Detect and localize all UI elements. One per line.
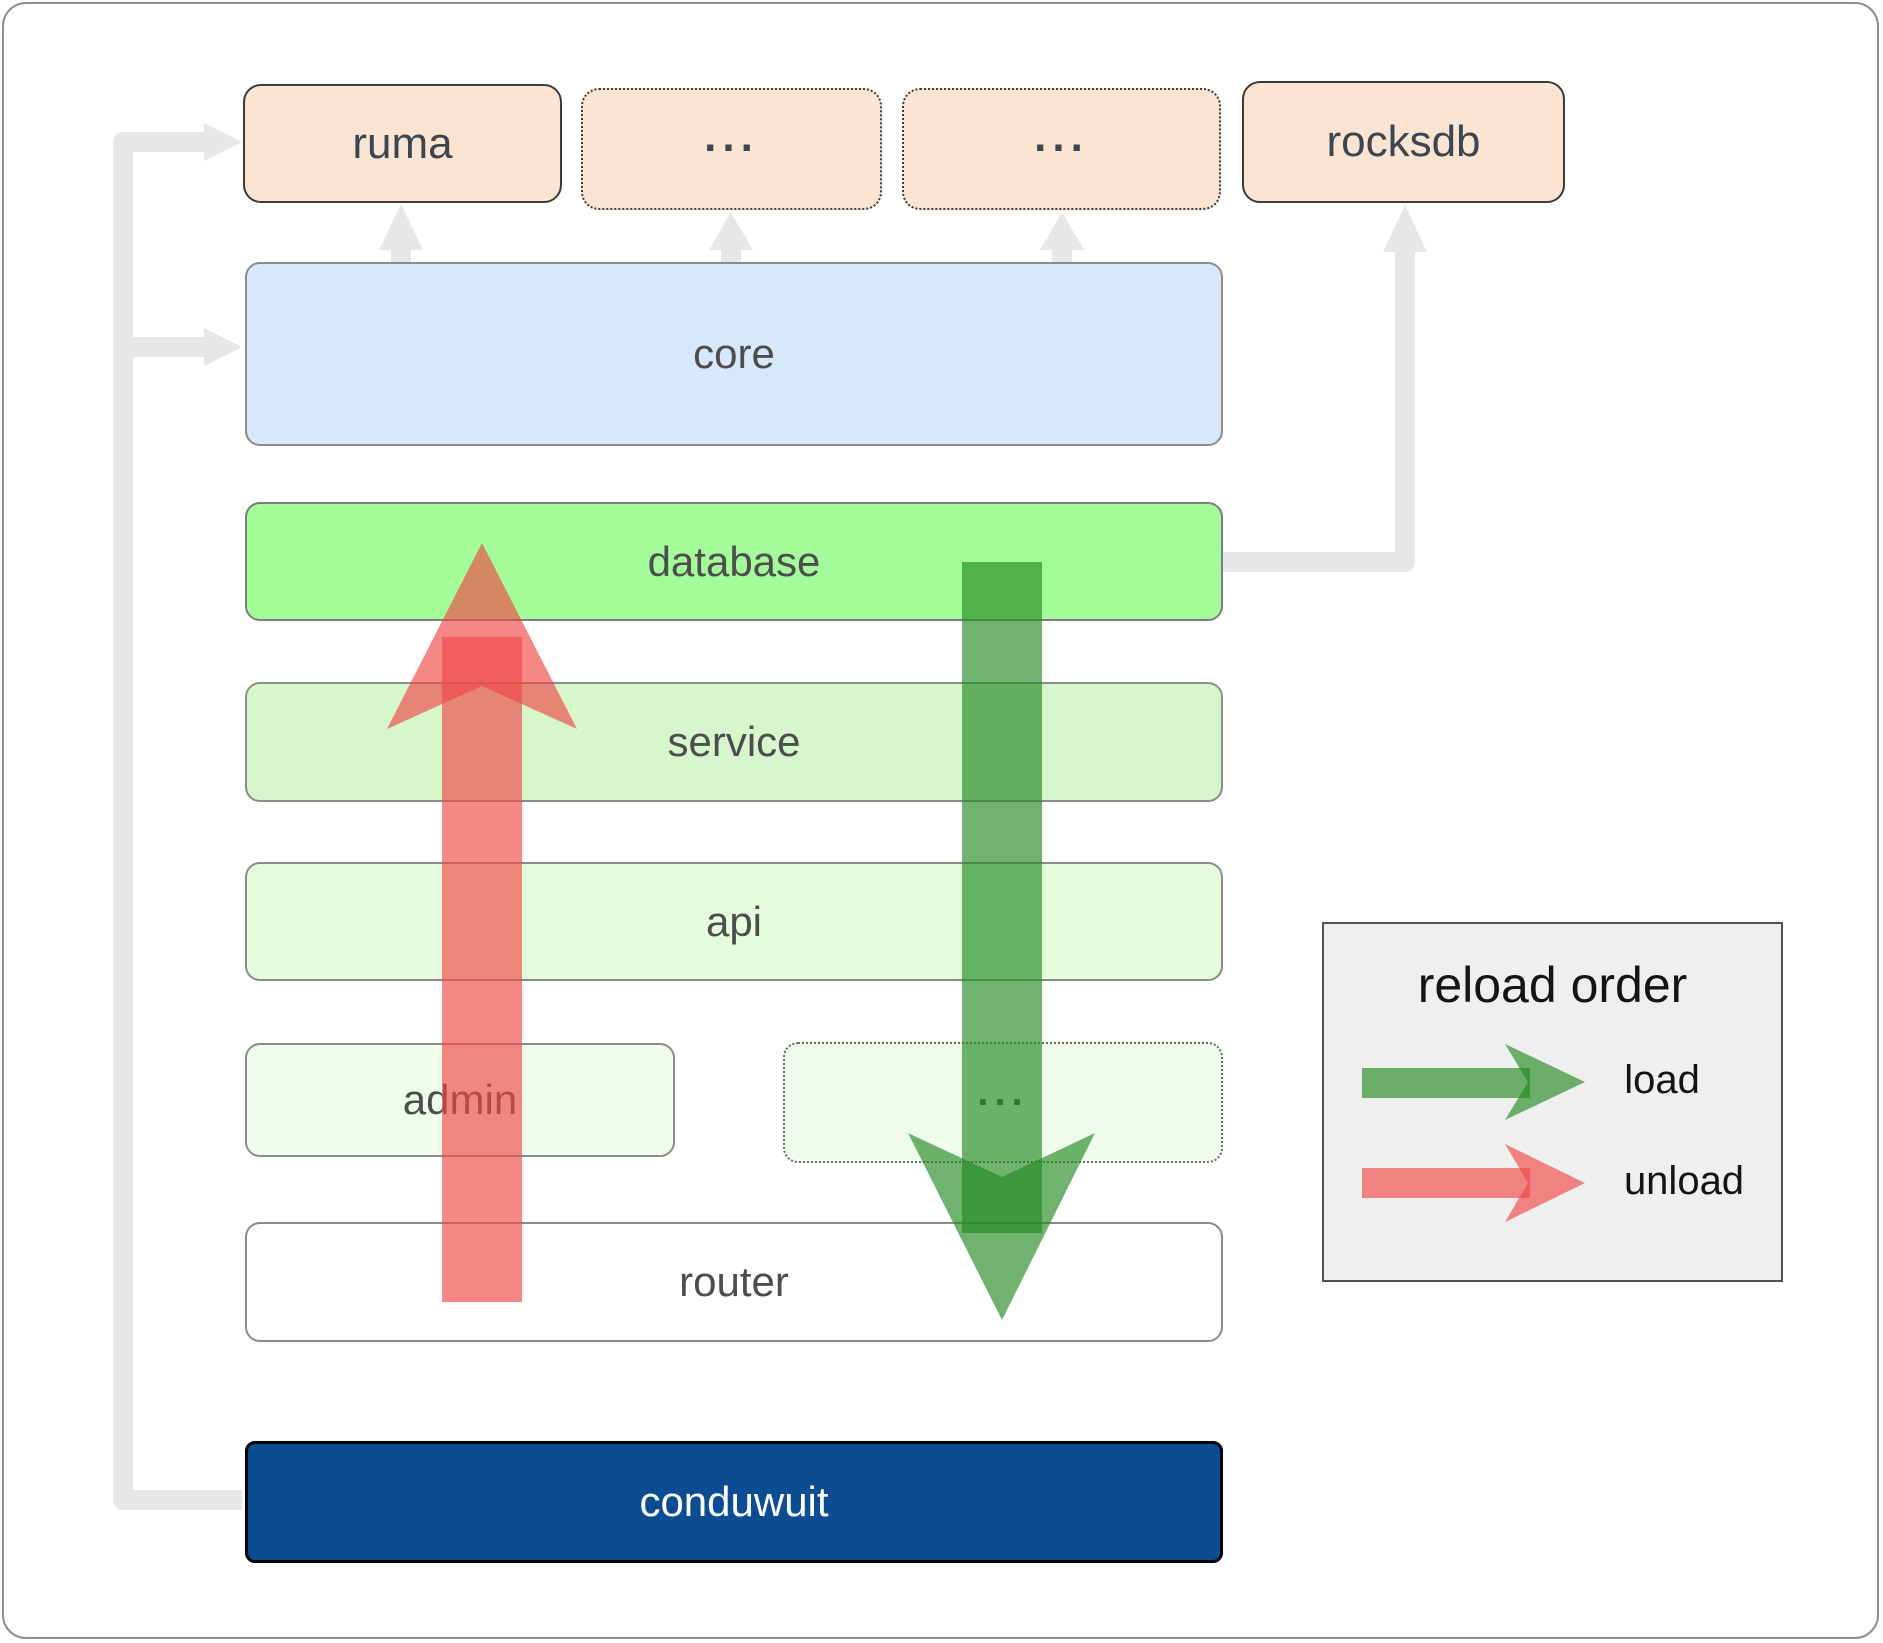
- legend-title: reload order: [1417, 957, 1688, 1013]
- layer-conduwuit-label: conduwuit: [639, 1478, 829, 1525]
- layer-database-label: database: [647, 537, 821, 585]
- layer-database: database: [245, 502, 1223, 621]
- node-rocksdb: rocksdb: [1242, 81, 1565, 203]
- layer-admin: admin: [245, 1043, 675, 1157]
- layer-core: core: [245, 262, 1223, 446]
- legend-load-label: load: [1624, 1058, 1700, 1102]
- layer-router: router: [245, 1222, 1223, 1342]
- node-other-crate-1-label: ...: [704, 112, 759, 161]
- node-ruma: ruma: [243, 84, 562, 203]
- layer-api: api: [245, 862, 1223, 981]
- node-other-crate-1: ...: [581, 88, 882, 210]
- node-other-crate-2: ...: [902, 88, 1221, 210]
- layer-admin-more-label: ...: [977, 1070, 1029, 1114]
- layer-api-label: api: [705, 897, 763, 945]
- node-ruma-label: ruma: [352, 118, 453, 168]
- layer-core-label: core: [693, 330, 775, 377]
- legend-unload-label: unload: [1623, 1159, 1745, 1203]
- layer-conduwuit: conduwuit: [245, 1441, 1223, 1563]
- node-rocksdb-label: rocksdb: [1326, 117, 1481, 166]
- layer-router-label: router: [679, 1258, 789, 1305]
- layer-service-label: service: [667, 718, 801, 765]
- layer-service: service: [245, 682, 1223, 802]
- layer-admin-more: ...: [783, 1042, 1223, 1163]
- layer-admin-label: admin: [402, 1076, 518, 1123]
- node-other-crate-2-label: ...: [1034, 112, 1089, 161]
